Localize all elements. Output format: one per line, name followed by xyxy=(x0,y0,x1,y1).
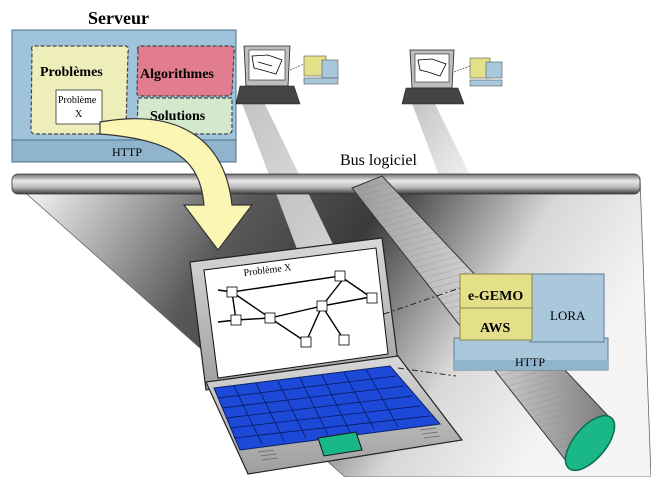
transfer-arrow xyxy=(99,118,254,251)
lora-module[interactable] xyxy=(529,273,605,343)
egemo-label: e-GEMO xyxy=(468,289,523,304)
graph-nodes xyxy=(226,270,378,348)
aws-label: AWS xyxy=(480,321,511,336)
touchpad[interactable] xyxy=(317,431,363,457)
algorithms-label: Algorithmes xyxy=(140,67,214,82)
speaker-grille xyxy=(257,427,441,461)
aws-module[interactable] xyxy=(459,307,533,341)
egemo-module[interactable] xyxy=(459,273,533,311)
connector-lower xyxy=(397,367,457,377)
small-laptop-1[interactable] xyxy=(235,45,339,105)
connector-upper xyxy=(383,287,461,315)
beam-right xyxy=(410,98,470,178)
software-bus xyxy=(11,173,641,195)
keyboard[interactable] xyxy=(213,365,441,451)
small-laptop-2[interactable] xyxy=(401,49,503,105)
client-laptop[interactable]: Problème X xyxy=(189,237,464,475)
lora-label: LORA xyxy=(550,308,586,323)
server: Serveur HTTP Problèmes Problème X Algori… xyxy=(11,8,237,163)
problem-x-line1: Problème xyxy=(58,95,97,106)
tube-end xyxy=(564,414,616,472)
bus-label: Bus logiciel xyxy=(340,152,417,169)
client-modules: HTTP LORA e-GEMO AWS xyxy=(453,273,609,371)
keyboard-keys xyxy=(217,368,431,445)
problem-x-line2: X xyxy=(75,109,83,120)
server-title: Serveur xyxy=(88,8,149,28)
algorithms-panel[interactable] xyxy=(136,45,236,97)
http-label: HTTP xyxy=(515,355,545,369)
solutions-label: Solutions xyxy=(150,109,206,124)
problem-x-item[interactable] xyxy=(55,89,103,125)
problems-label: Problèmes xyxy=(40,65,103,80)
server-http-label: HTTP xyxy=(112,145,142,159)
